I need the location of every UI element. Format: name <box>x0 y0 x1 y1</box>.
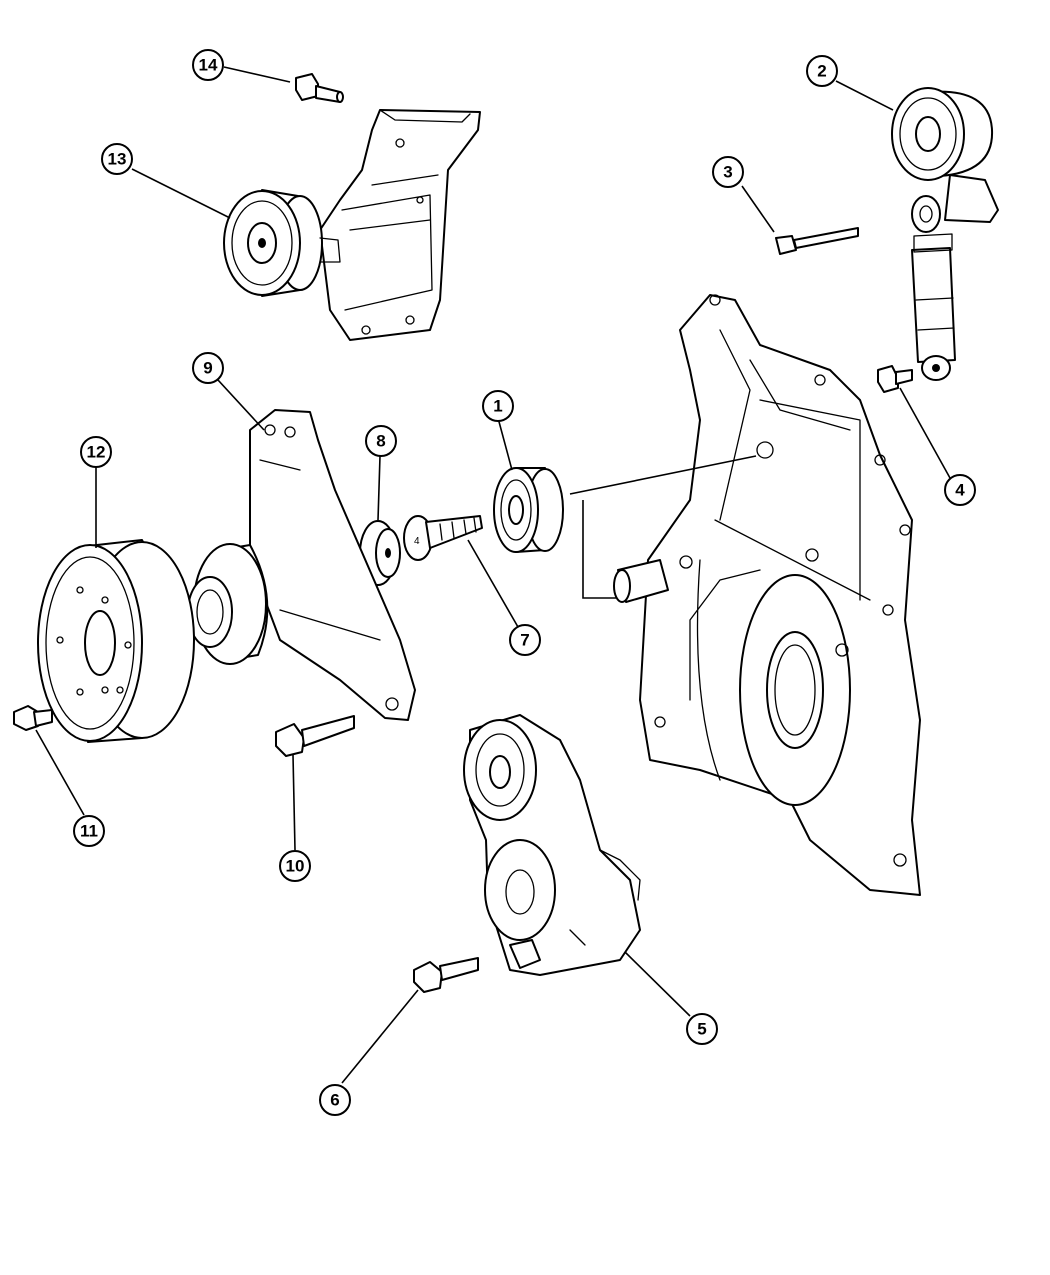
svg-text:12: 12 <box>87 443 106 462</box>
callout-1: 1 <box>482 390 514 422</box>
callout-14: 14 <box>192 49 224 81</box>
assembly-line-1b <box>582 500 616 599</box>
callout-13: 13 <box>101 143 133 175</box>
callout-3: 3 <box>712 156 744 188</box>
callout-11: 11 <box>73 815 105 847</box>
crank-pulley-12 <box>37 539 195 743</box>
svg-text:4: 4 <box>414 536 420 547</box>
svg-text:7: 7 <box>520 631 529 650</box>
leader-lines <box>35 66 951 1084</box>
assembly-line-1 <box>569 455 757 495</box>
idler-pulley-13 <box>223 189 341 297</box>
bracket-9 <box>249 409 416 721</box>
bolt-11 <box>13 705 53 731</box>
svg-text:4: 4 <box>955 481 965 500</box>
idler-pulley-1 <box>493 467 564 553</box>
svg-text:5: 5 <box>697 1020 706 1039</box>
bolt-7: 4 <box>403 515 483 561</box>
callout-8: 8 <box>365 425 397 457</box>
bolt-14 <box>295 73 344 103</box>
tensioner-5 <box>463 714 641 976</box>
svg-text:2: 2 <box>817 62 826 81</box>
callout-7: 7 <box>509 624 541 656</box>
timing-cover <box>613 294 921 896</box>
idler-bracket-13 <box>319 109 481 341</box>
svg-text:8: 8 <box>376 432 385 451</box>
callout-4: 4 <box>944 474 976 506</box>
bolt-6 <box>413 957 479 993</box>
callout-2: 2 <box>806 55 838 87</box>
hub <box>187 543 269 665</box>
svg-text:9: 9 <box>203 359 212 378</box>
svg-text:11: 11 <box>80 822 98 841</box>
bolt-3 <box>775 227 859 255</box>
tensioner-assembly-2 <box>891 87 999 381</box>
svg-text:13: 13 <box>108 150 127 169</box>
bolt-4 <box>877 365 913 393</box>
callout-9: 9 <box>192 352 224 384</box>
svg-text:1: 1 <box>493 397 502 416</box>
callout-10: 10 <box>279 850 311 882</box>
svg-text:10: 10 <box>286 857 305 876</box>
bolt-10 <box>275 715 355 757</box>
callout-5: 5 <box>686 1013 718 1045</box>
callout-6: 6 <box>319 1084 351 1116</box>
svg-text:6: 6 <box>330 1091 339 1110</box>
svg-text:3: 3 <box>723 163 732 182</box>
svg-text:14: 14 <box>199 56 218 75</box>
callout-12: 12 <box>80 436 112 468</box>
